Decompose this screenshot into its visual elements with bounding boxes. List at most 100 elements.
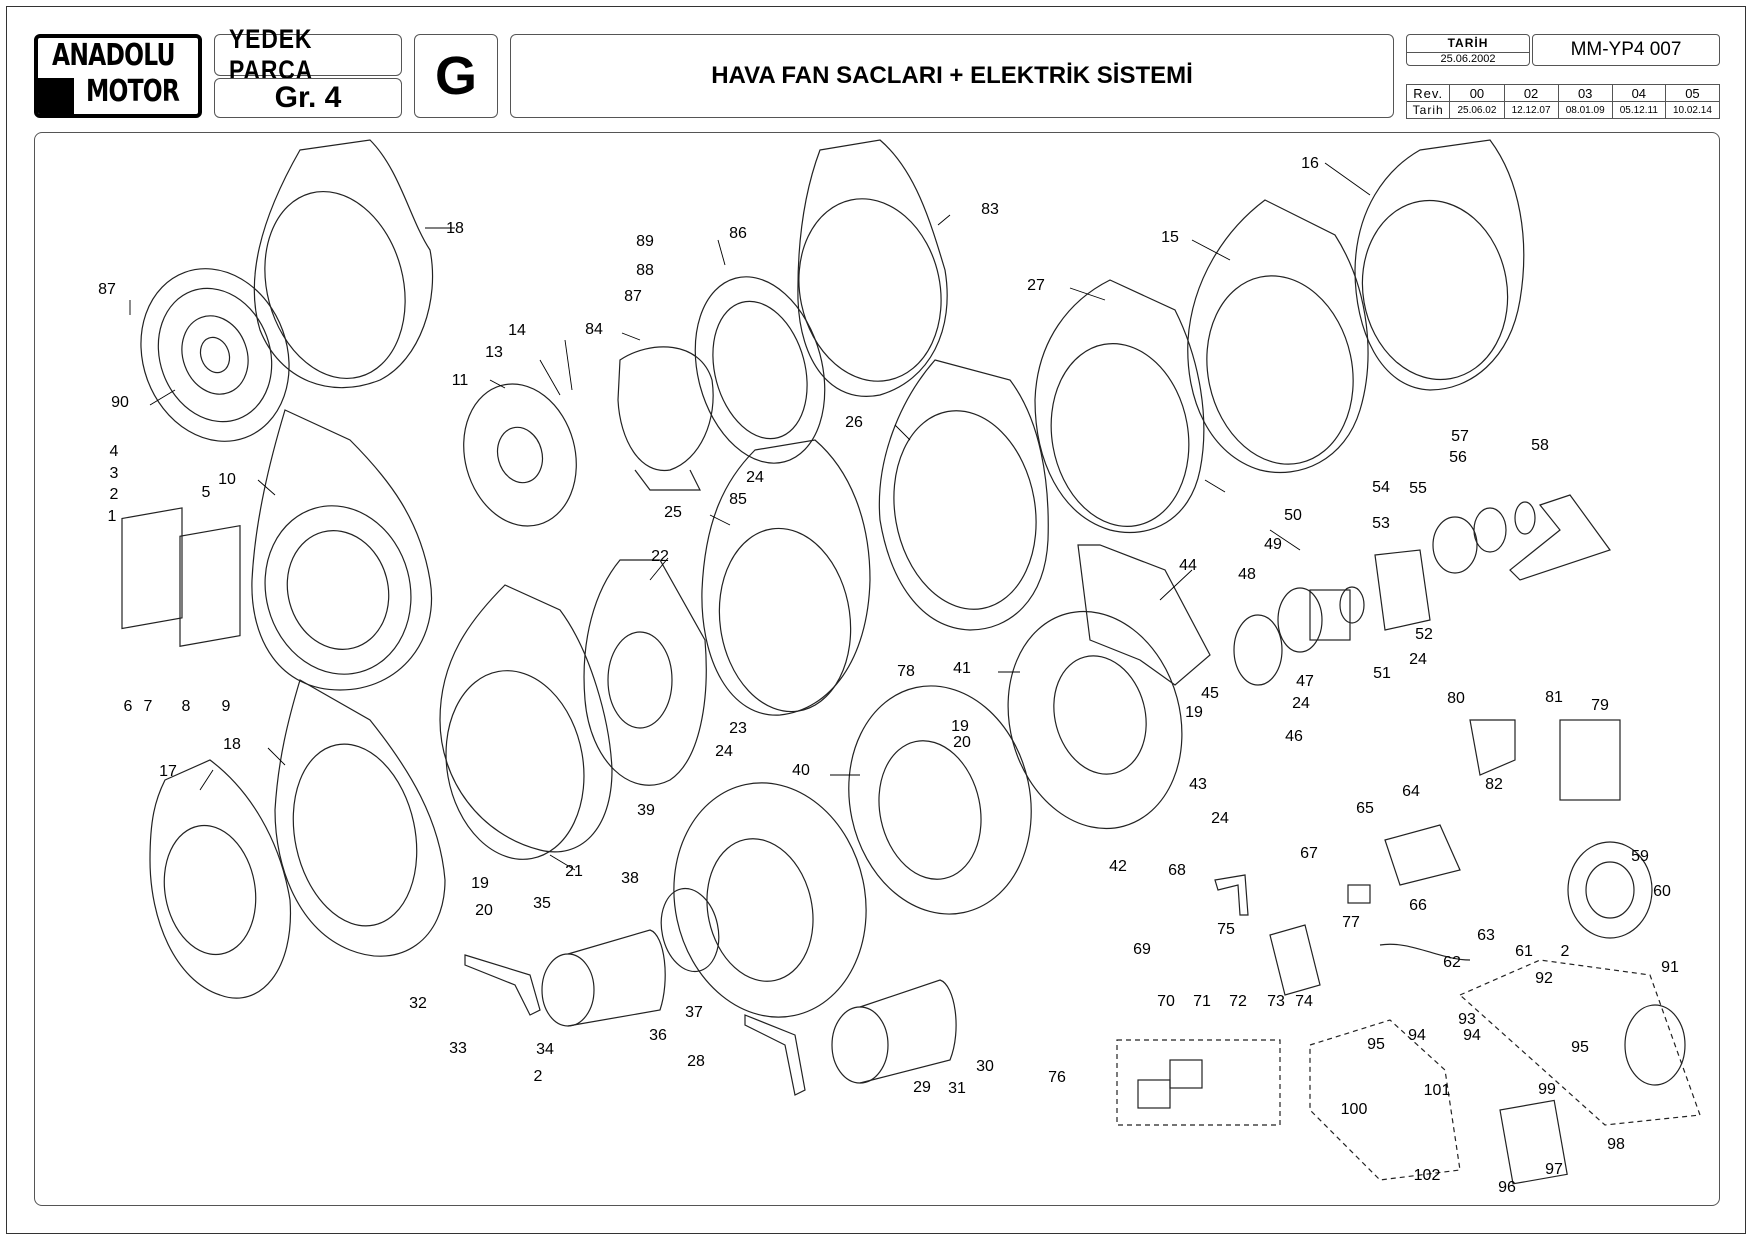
part-number-label: 37 <box>685 1004 703 1021</box>
part-number-label: 25 <box>664 504 682 521</box>
part-number-label: 8 <box>182 698 191 715</box>
group-label: Gr. 4 <box>274 81 342 114</box>
part-number-label: 88 <box>636 262 654 279</box>
part-number-label: 80 <box>1447 690 1465 707</box>
part-number-label: 73 <box>1267 993 1285 1010</box>
part-number-label: 2 <box>110 486 119 503</box>
part-number-label: 67 <box>1300 845 1318 862</box>
part-number-label: 68 <box>1168 862 1186 879</box>
part-number-label: 46 <box>1285 728 1303 745</box>
part-number-label: 31 <box>948 1080 966 1097</box>
part-number-label: 14 <box>508 322 526 339</box>
part-number-label: 19 <box>951 718 969 735</box>
part-number-label: 2 <box>1561 943 1570 960</box>
part-number-label: 70 <box>1157 993 1175 1010</box>
group-letter: G <box>434 46 477 106</box>
part-number-label: 81 <box>1545 689 1563 706</box>
part-number-label: 22 <box>651 548 669 565</box>
part-number-label: 1 <box>108 508 117 525</box>
part-number-label: 48 <box>1238 566 1256 583</box>
part-number-label: 9 <box>222 698 231 715</box>
part-number-label: 51 <box>1373 665 1391 682</box>
part-number-label: 18 <box>223 736 241 753</box>
part-number-label: 65 <box>1356 800 1374 817</box>
part-number-label: 52 <box>1415 626 1433 643</box>
part-number-label: 59 <box>1631 848 1649 865</box>
drawing-frame <box>34 132 1720 1206</box>
part-number-label: 75 <box>1217 921 1235 938</box>
part-number-label: 33 <box>449 1040 467 1057</box>
part-number-label: 94 <box>1463 1027 1481 1044</box>
date-label: TARİH <box>1447 36 1489 50</box>
part-number-label: 92 <box>1535 970 1553 987</box>
part-number-label: 61 <box>1515 943 1533 960</box>
part-number-label: 71 <box>1193 993 1211 1010</box>
part-number-label: 53 <box>1372 515 1390 532</box>
part-number-label: 4 <box>110 443 119 460</box>
part-number-label: 24 <box>1409 651 1427 668</box>
part-number-label: 93 <box>1458 1011 1476 1028</box>
rev-number: 00 <box>1449 84 1505 102</box>
date-value: 25.06.2002 <box>1407 52 1529 65</box>
part-number-label: 6 <box>124 698 133 715</box>
part-number-label: 10 <box>218 471 236 488</box>
part-number-label: 101 <box>1424 1082 1451 1099</box>
part-number-label: 24 <box>1211 810 1229 827</box>
part-number-label: 15 <box>1161 229 1179 246</box>
part-number-label: 36 <box>649 1027 667 1044</box>
part-number-label: 26 <box>845 414 863 431</box>
part-number-label: 85 <box>729 491 747 508</box>
part-number-label: 49 <box>1264 536 1282 553</box>
part-number-label: 86 <box>729 225 747 242</box>
group-letter-box: G <box>414 34 498 118</box>
rev-number: 02 <box>1503 84 1559 102</box>
part-number-label: 16 <box>1301 155 1319 172</box>
part-number-label: 43 <box>1189 776 1207 793</box>
part-number-label: 94 <box>1408 1027 1426 1044</box>
part-number-label: 34 <box>536 1041 554 1058</box>
part-number-label: 87 <box>624 288 642 305</box>
rev-date: 12.12.07 <box>1503 101 1559 119</box>
part-number-label: 58 <box>1531 437 1549 454</box>
doc-number: MM-YP4 007 <box>1532 34 1720 66</box>
rev-date: 08.01.09 <box>1557 101 1613 119</box>
part-number-label: 102 <box>1414 1167 1441 1184</box>
part-number-label: 77 <box>1342 914 1360 931</box>
part-number-label: 89 <box>636 233 654 250</box>
part-number-label: 56 <box>1449 449 1467 466</box>
part-number-label: 84 <box>585 321 603 338</box>
part-number-label: 76 <box>1048 1069 1066 1086</box>
part-number-label: 82 <box>1485 776 1503 793</box>
part-number-label: 38 <box>621 870 639 887</box>
logo-line-2: MOTOR <box>86 74 180 109</box>
anadolu-motor-logo: ANADOLU MOTOR <box>34 34 202 118</box>
part-number-label: 54 <box>1372 479 1390 496</box>
part-number-label: 20 <box>953 734 971 751</box>
rev-number: 05 <box>1664 84 1721 102</box>
part-number-label: 11 <box>452 372 469 389</box>
part-number-label: 23 <box>729 720 747 737</box>
leader-lines <box>129 162 1371 871</box>
part-number-label: 99 <box>1538 1081 1556 1098</box>
part-number-label: 78 <box>897 663 915 680</box>
page-frame <box>6 6 1746 1234</box>
part-number-label: 95 <box>1367 1036 1385 1053</box>
part-number-label: 47 <box>1296 673 1314 690</box>
part-number-label: 72 <box>1229 993 1247 1010</box>
part-number-label: 55 <box>1409 480 1427 497</box>
part-number-label: 5 <box>202 484 211 501</box>
part-number-label: 19 <box>471 875 489 892</box>
revision-table: Rev. 00 02 03 04 05 Tarih 25.06.02 12.12… <box>1405 84 1721 119</box>
part-number-label: 69 <box>1133 941 1151 958</box>
part-number-label: 41 <box>953 660 971 677</box>
part-number-label: 62 <box>1443 954 1461 971</box>
part-number-label: 90 <box>111 394 129 411</box>
part-number-label: 83 <box>981 201 999 218</box>
part-number-label: 39 <box>637 802 655 819</box>
logo-corner-block <box>38 78 74 114</box>
part-number-label: 60 <box>1653 883 1671 900</box>
part-number-label: 57 <box>1451 428 1469 445</box>
part-number-label: 50 <box>1284 507 1302 524</box>
part-number-label: 32 <box>409 995 427 1012</box>
